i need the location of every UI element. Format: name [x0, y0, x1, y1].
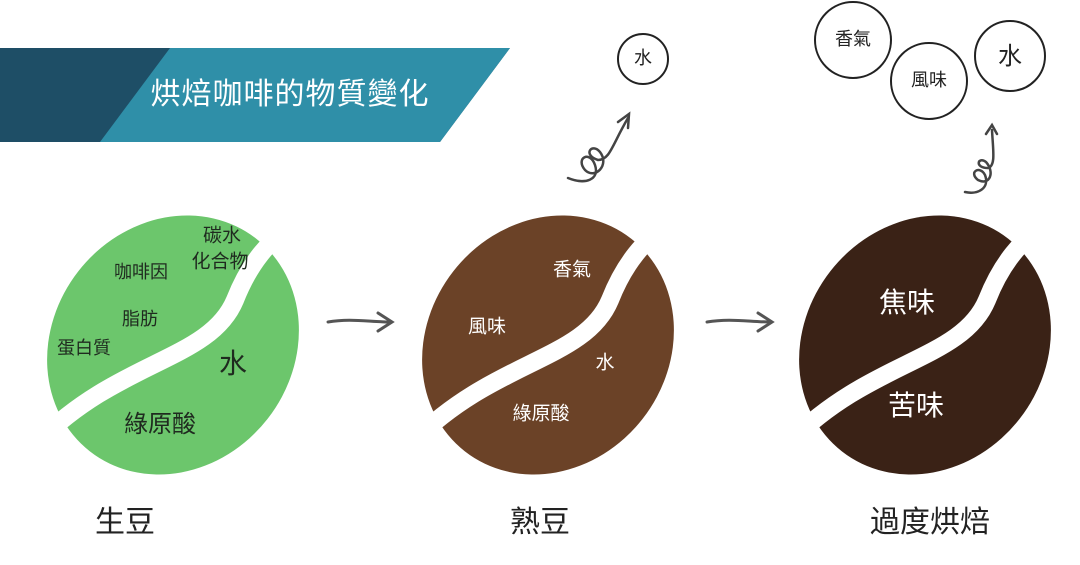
arrow-right-1: [326, 311, 395, 333]
roasted-bean: [406, 215, 676, 475]
over-roasted-bean: [783, 215, 1053, 475]
green-bean-label-chlorogenic-acid: 綠原酸: [124, 410, 196, 438]
green-bean-label-carbohydrate-2: 化合物: [191, 250, 249, 273]
bubble-aroma: 香氣: [814, 1, 892, 79]
green-bean-label-water: 水: [218, 347, 248, 380]
over-roasted-bean-label-bitter: 苦味: [887, 389, 945, 422]
stage-label-over-roasted: 過度烘焙: [870, 505, 990, 540]
banner-title: 烘焙咖啡的物質變化: [150, 77, 430, 112]
roasted-bean-label-water: 水: [595, 351, 615, 374]
bubble-water-right: 水: [974, 20, 1046, 92]
arrow-right-2: [705, 311, 775, 333]
steam-squiggle-1: [566, 111, 631, 183]
green-bean-label-caffeine: 咖啡因: [114, 262, 168, 283]
green-bean-label-protein: 蛋白質: [57, 338, 111, 359]
roasted-bean-label-chlorogenic-acid: 綠原酸: [512, 402, 570, 425]
bubble-flavor: 風味: [890, 42, 968, 120]
banner-shape-light: [100, 48, 510, 142]
bubble-aroma-label: 香氣: [835, 29, 871, 50]
steam-squiggle-2: [963, 122, 999, 194]
bubble-water-middle-label: 水: [634, 48, 652, 69]
over-roasted-bean-label-burnt: 焦味: [878, 286, 936, 319]
roasted-bean-label-aroma: 香氣: [552, 258, 592, 281]
roasted-bean-label-flavor: 風味: [467, 315, 507, 338]
bubble-water-right-label: 水: [998, 42, 1022, 70]
stage-label-roasted: 熟豆: [510, 505, 570, 540]
bubble-flavor-label: 風味: [911, 70, 947, 91]
green-bean-label-fat: 脂肪: [122, 309, 158, 330]
bubble-water-middle: 水: [617, 33, 669, 85]
green-bean-label-carbohydrate-1: 碳水: [202, 224, 242, 247]
stage-label-green: 生豆: [95, 505, 155, 540]
green-bean: [31, 215, 301, 475]
